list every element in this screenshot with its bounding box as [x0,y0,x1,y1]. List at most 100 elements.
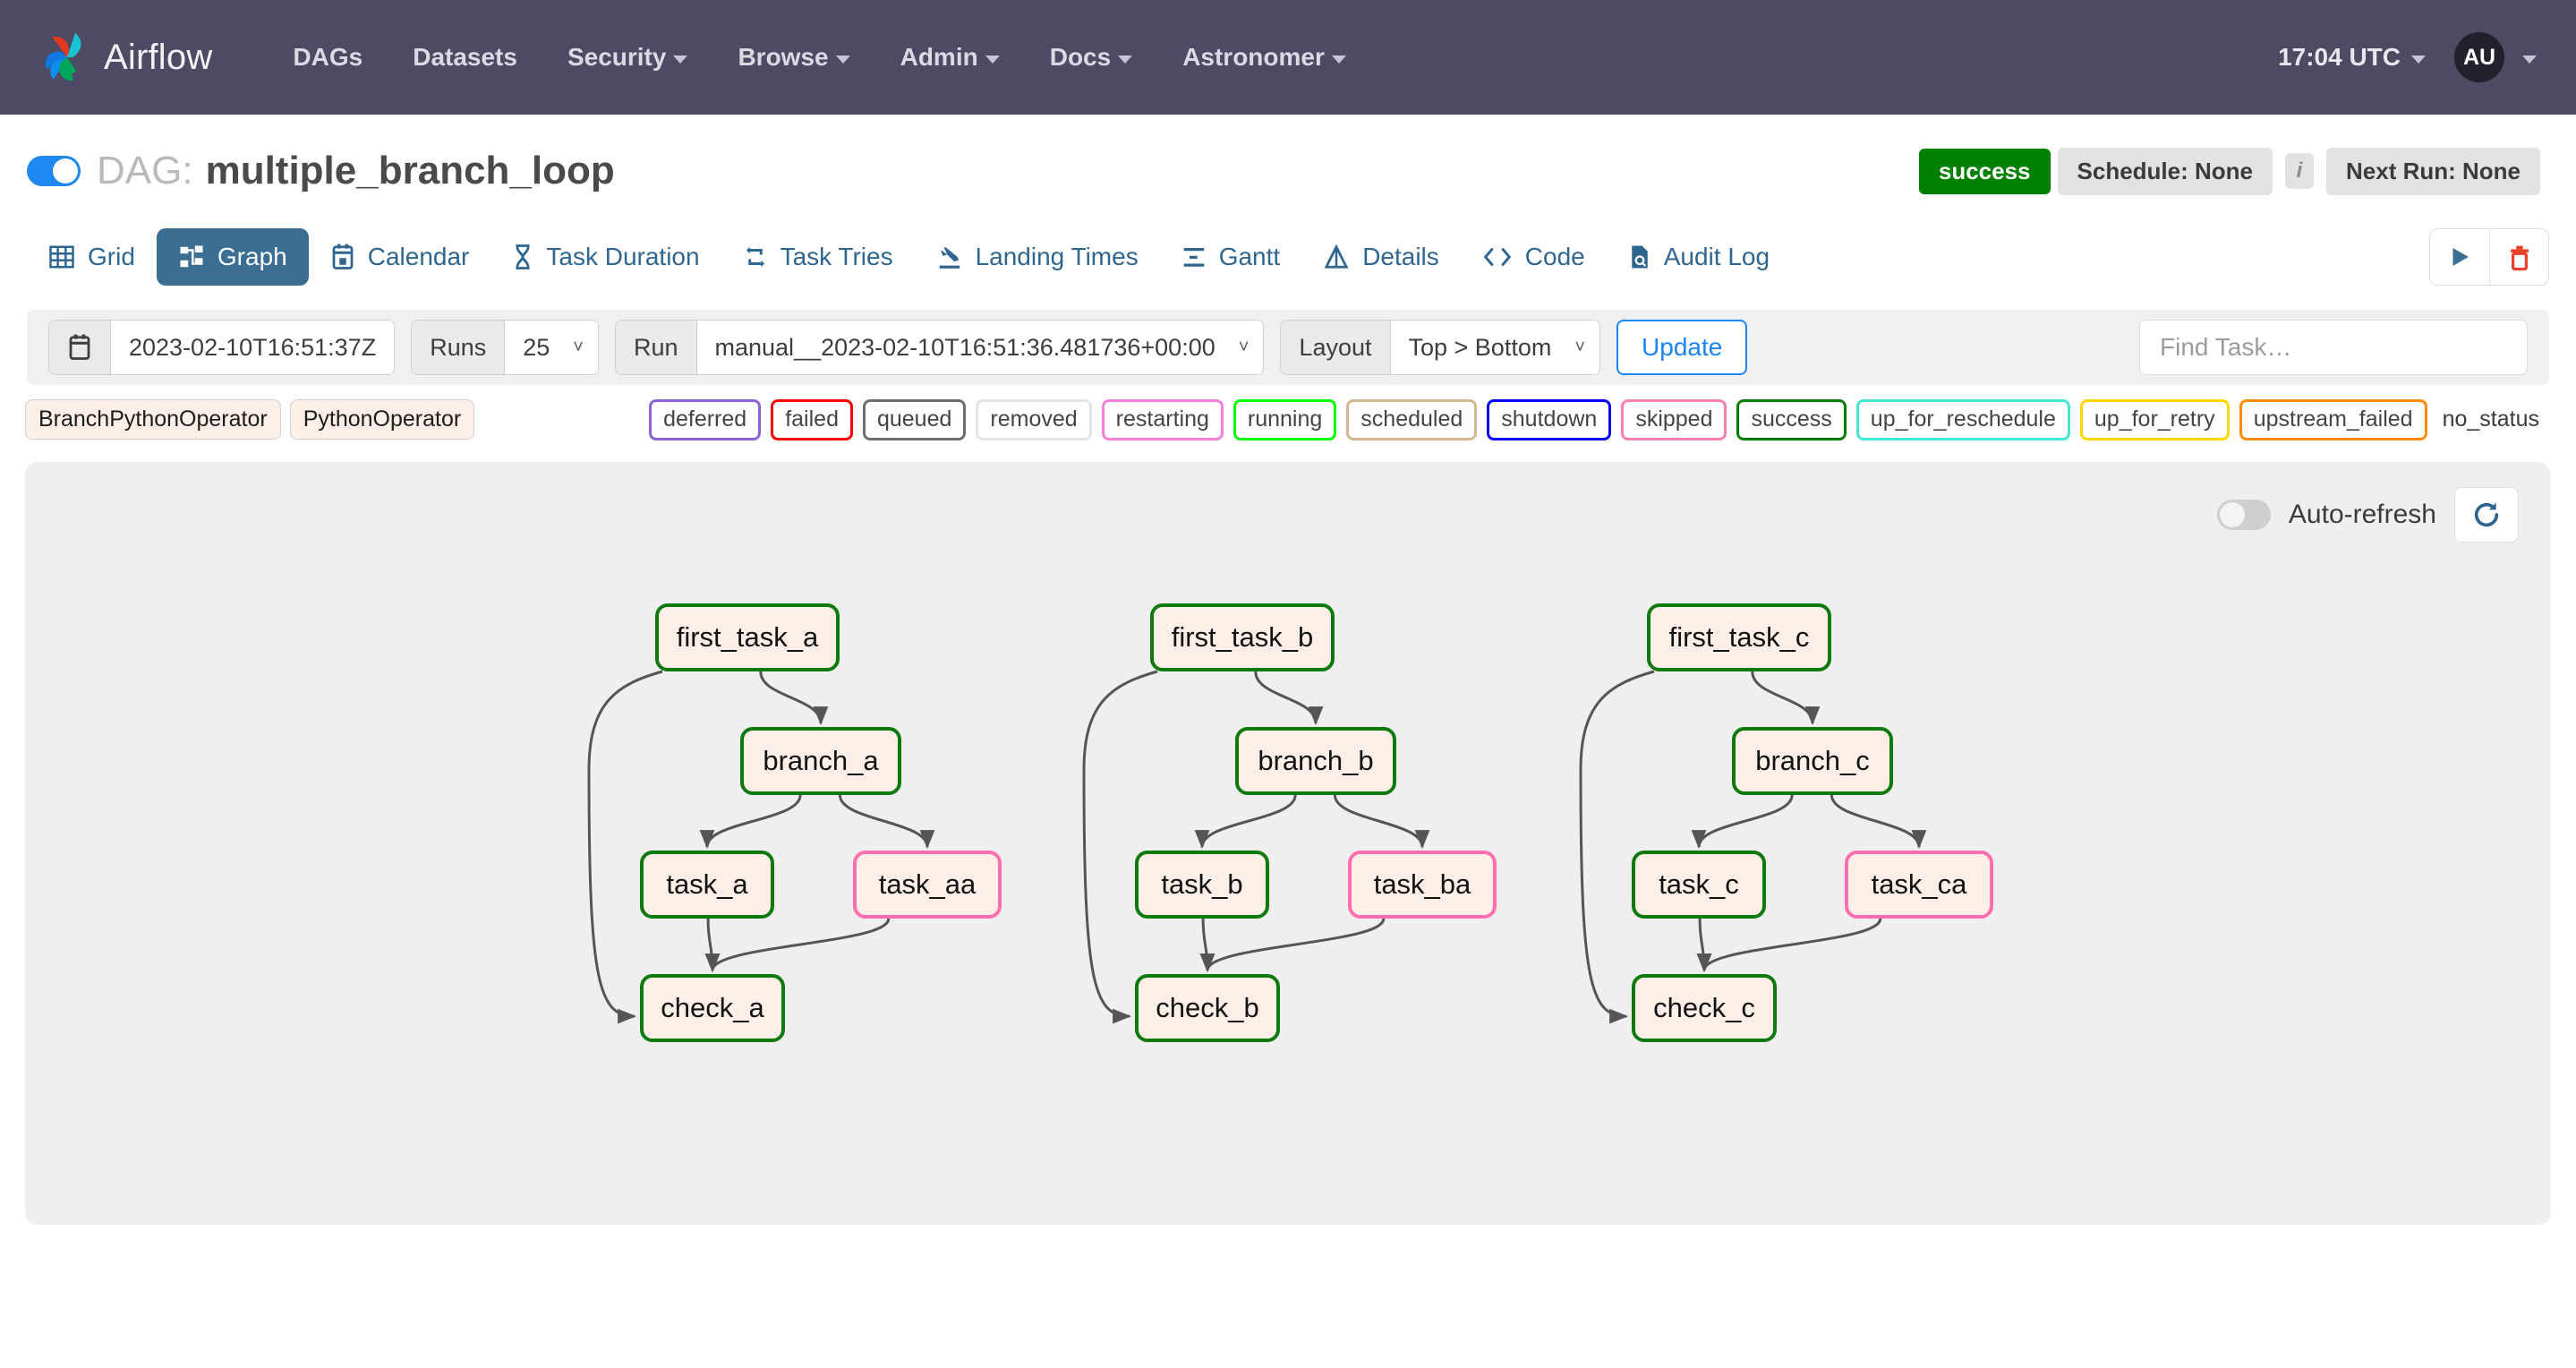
grid-icon [48,244,75,270]
graph-node-label: task_a [666,868,748,900]
graph-node-check_a[interactable]: check_a [640,973,785,1042]
graph-node-task_aa[interactable]: task_aa [853,850,1002,919]
graph-node-first_task_b[interactable]: first_task_b [1150,603,1335,671]
graph-edge [1751,671,1821,725]
graph-icon [178,244,205,270]
run-value: manual__2023-02-10T16:51:36.481736+00:00 [714,333,1215,361]
graph-node-label: task_b [1161,868,1243,900]
dag-pause-toggle[interactable] [27,156,81,186]
graph-edge [704,917,891,972]
dag-action-buttons [2429,228,2549,286]
graph-edge [1199,918,1215,972]
update-button[interactable]: Update [1616,320,1748,375]
nav-item-admin[interactable]: Admin [875,0,1025,115]
graph-node-branch_c[interactable]: branch_c [1732,726,1893,795]
status-legend-running: running [1233,399,1337,440]
graph-node-label: first_task_a [676,620,819,653]
graph-node-task_a[interactable]: task_a [640,850,774,919]
chevron-down-icon: ˅ [1238,337,1250,357]
graph-node-task_c[interactable]: task_c [1632,850,1766,919]
status-legend-shutdown: shutdown [1487,399,1612,440]
dag-header: DAG: multiple_branch_loop success Schedu… [0,115,2576,201]
graph-edge [1199,917,1386,972]
tab-landing-times[interactable]: Landing Times [915,228,1160,286]
tab-label: Landing Times [975,243,1139,270]
chevron-down-icon: ˅ [1574,337,1586,357]
chevron-down-icon [673,55,688,64]
avatar[interactable]: AU [2454,32,2504,82]
trigger-dag-button[interactable] [2430,229,2489,285]
execution-date-input[interactable]: 2023-02-10T16:51:37Z [111,321,395,374]
graph-canvas[interactable]: Auto-refresh first_task_a branch_a task_a t… [25,461,2551,1225]
nav-item-label: DAGs [293,43,363,71]
graph-edges [587,670,1927,1024]
nav-item-dags[interactable]: DAGs [268,0,388,115]
next-run-chip: Next Run: None [2326,147,2540,195]
graph-edge [759,671,829,725]
run-select[interactable]: manual__2023-02-10T16:51:36.481736+00:00… [696,321,1264,374]
run-label: Run [615,321,697,374]
graph-edge [1082,670,1158,1024]
tab-task-tries[interactable]: Task Tries [721,228,915,286]
refresh-button[interactable] [2454,486,2519,543]
chevron-down-icon[interactable] [2522,55,2537,64]
graph-node-task_ca[interactable]: task_ca [1845,850,1993,919]
operator-legend-chip: BranchPythonOperator [25,399,281,440]
landing-icon [936,244,963,270]
graph-node-branch_b[interactable]: branch_b [1235,726,1396,795]
nav-item-astronomer[interactable]: Astronomer [1157,0,1371,115]
delete-dag-button[interactable] [2489,229,2548,285]
graph-edge [1691,794,1794,849]
tab-grid[interactable]: Grid [27,228,157,286]
graph-node-branch_a[interactable]: branch_a [740,726,901,795]
tab-audit-log[interactable]: Audit Log [1607,228,1791,286]
graph-node-task_ba[interactable]: task_ba [1348,850,1497,919]
graph-node-label: first_task_c [1668,620,1810,653]
runs-label: Runs [412,321,506,374]
tab-graph[interactable]: Graph [156,228,309,286]
graph-node-task_b[interactable]: task_b [1135,850,1269,919]
tab-gantt[interactable]: Gantt [1160,228,1301,286]
runs-select[interactable]: 25 ˅ [505,321,598,374]
calendar-icon[interactable] [49,321,111,374]
graph-edge [1194,794,1297,849]
layout-select[interactable]: Top > Bottom ˅ [1390,321,1600,374]
nav-item-security[interactable]: Security [542,0,713,115]
graph-node-first_task_c[interactable]: first_task_c [1647,603,1831,671]
nav-item-docs[interactable]: Docs [1025,0,1157,115]
nav-item-browse[interactable]: Browse [712,0,874,115]
dag-prefix-label: DAG: [97,149,193,192]
tab-task-duration[interactable]: Task Duration [490,228,721,286]
nav-right-group: 17:04 UTC AU [2278,32,2537,82]
page-title: multiple_branch_loop [205,149,615,192]
graph-node-first_task_a[interactable]: first_task_a [655,603,840,671]
nav-item-datasets[interactable]: Datasets [388,0,542,115]
nav-item-label: Security [567,43,667,71]
graph-node-label: check_c [1653,991,1755,1023]
nav-item-label: Astronomer [1182,43,1325,71]
auto-refresh-toggle[interactable] [2216,499,2271,530]
find-task-input[interactable]: Find Task… [2139,320,2528,375]
tab-label: Details [1362,243,1439,270]
airflow-brand[interactable]: Airflow [39,30,212,85]
tab-details[interactable]: Details [1301,228,1461,286]
status-legend-skipped: skipped [1621,399,1727,440]
tab-calendar[interactable]: Calendar [309,228,491,286]
tab-code[interactable]: Code [1461,228,1607,286]
graph-node-label: task_aa [878,868,977,900]
auto-refresh-controls: Auto-refresh [2216,486,2519,543]
auto-refresh-label: Auto-refresh [2288,499,2436,529]
utc-clock-menu[interactable]: 17:04 UTC [2278,43,2426,72]
clock-label: 17:04 UTC [2278,43,2401,71]
code-icon [1482,244,1513,270]
tab-label: Task Duration [546,243,700,270]
graph-node-check_b[interactable]: check_b [1135,973,1280,1042]
tab-label: Graph [217,243,287,270]
info-icon[interactable]: i [2285,153,2314,189]
graph-node-check_c[interactable]: check_c [1632,973,1777,1042]
status-legend-removed: removed [976,399,1092,440]
graph-edge [1830,794,1927,849]
